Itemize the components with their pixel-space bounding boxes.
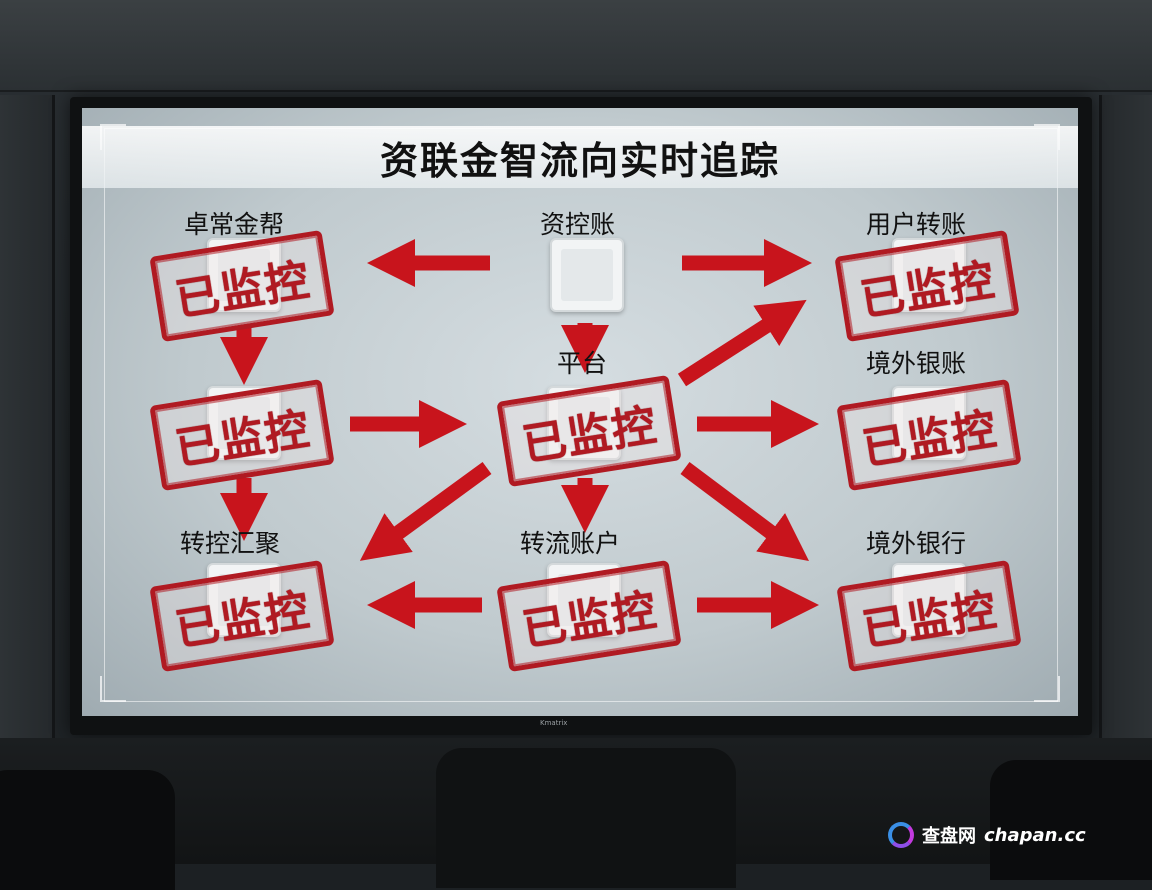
node-label-middle-center: 平台 [557,349,608,378]
node-card [207,563,281,637]
node-label-top-center: 资控账 [540,210,616,239]
watermark: 查盘网 chapan.cc [888,822,1086,848]
wall-panel-left [0,95,55,740]
node-label-top-right: 用户转账 [866,210,967,239]
node-card [207,238,281,312]
arrow-center-down-right [680,462,809,561]
node-card [892,563,966,637]
stamp-text: 已监控 [172,403,314,476]
stamp-text: 已监控 [519,584,661,657]
stamp-text: 已监控 [859,403,1001,476]
monitor-brand-logo: Kmatrix [540,719,568,727]
chair-silhouette [0,770,175,890]
stamp-text: 已监控 [172,584,314,657]
watermark-en: chapan.cc [984,824,1086,846]
node-label-top-left: 卓常金帮 [184,210,285,239]
node-label-middle-right: 境外银账 [866,349,967,378]
stamp-text: 已监控 [172,254,314,327]
title-bar: 资联金智流向实时追踪 [82,126,1078,188]
node-label-bottom-center: 转流账户 [520,529,621,558]
arrow-center-up-right [677,299,807,387]
stamp-text: 已监控 [859,584,1001,657]
node-card [892,386,966,460]
ceiling [0,0,1152,92]
corner-ornament [100,676,126,702]
node-label-bottom-left: 转控汇聚 [180,529,281,558]
node-card [207,386,281,460]
display-screen: 资联金智流向实时追踪 卓常金帮 资控账 用户转账 平台 境外银账 转控汇聚 [82,108,1078,716]
watermark-cn: 查盘网 [922,826,976,847]
arrow-center-down-left [359,461,492,561]
stamp-text: 已监控 [857,254,999,327]
corner-ornament [1034,676,1060,702]
screen-title: 资联金智流向实时追踪 [379,138,780,183]
chapan-logo-icon [888,822,914,848]
wall-panel-right [1099,95,1152,740]
node-card [547,386,621,460]
flow-arrows [220,238,819,630]
node-card [892,238,966,312]
node-card [550,238,624,312]
node-label-bottom-right: 境外银行 [866,529,967,558]
chair-silhouette [436,748,736,888]
node-card [547,563,621,637]
chair-silhouette [990,760,1152,880]
stamp-text: 已监控 [519,399,661,472]
